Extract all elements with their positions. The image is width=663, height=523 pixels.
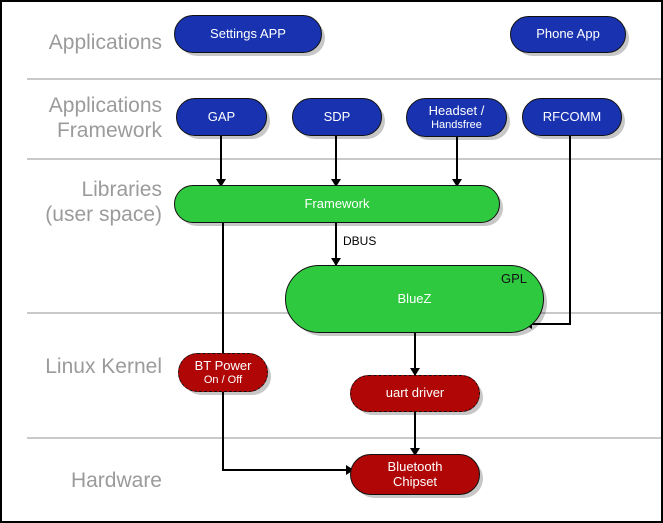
node-bluez[interactable]: GPL BlueZ [285,265,544,333]
layer-separator-framework [27,158,661,160]
node-bluetooth-chipset[interactable]: Bluetooth Chipset [350,454,480,495]
edge-sdp-to-framework-arrow [331,179,341,187]
edge-framework-to-chipset-vline [222,222,224,471]
node-headset-handsfree-label-line2: Handsfree [431,118,482,131]
edge-gap-to-framework-arrow [216,179,226,187]
node-sdp[interactable]: SDP [292,98,382,136]
node-framework-label: Framework [304,195,370,211]
edge-headset-to-framework-line [456,137,458,185]
edge-sdp-to-framework-line [335,135,337,185]
node-headset-handsfree-label-line1: Headset / [428,102,485,118]
node-phone-app-label: Phone App [536,26,600,42]
node-phone-app[interactable]: Phone App [510,16,626,53]
edge-uart-to-chipset-arrow [410,448,420,456]
node-bluez-license-badge: GPL [500,271,527,286]
node-bluetooth-chipset-label-line1: Bluetooth [387,458,443,474]
layer-label-applications-framework: Applications Framework [48,94,162,142]
edge-bluez-to-uart-line [414,332,416,376]
layer-label-applications: Applications [48,31,162,54]
edge-framework-to-bluez-arrow [331,258,341,266]
node-framework[interactable]: Framework [174,185,500,223]
node-headset-handsfree[interactable]: Headset / Handsfree [406,98,507,137]
node-gap-label: GAP [207,108,236,124]
layer-separator-kernel [27,437,661,439]
layer-separator-applications [27,78,661,80]
edge-bluez-to-uart-arrow [410,368,420,376]
edge-uart-to-chipset-line [414,412,416,456]
node-sdp-label: SDP [323,108,351,124]
edge-rfcomm-to-bluez-hline [530,323,571,325]
node-uart-driver-label: uart driver [385,385,445,401]
node-bluetooth-chipset-label-line2: Chipset [392,473,438,489]
node-settings-app-label: Settings APP [210,25,286,41]
node-bt-power[interactable]: BT Power On / Off [178,353,268,392]
node-gap[interactable]: GAP [176,98,267,136]
node-settings-app[interactable]: Settings APP [174,15,322,53]
edge-gap-to-framework-line [220,135,222,185]
edge-framework-to-chipset-hline [222,469,350,471]
layer-label-hardware: Hardware [70,469,162,492]
node-bt-power-label-line2: On / Off [203,373,243,386]
node-rfcomm-label: RFCOMM [542,108,602,124]
edge-framework-to-bluez-line [335,222,337,266]
node-bt-power-label-line1: BT Power [194,357,252,373]
layer-label-libraries: Libraries (user space) [45,178,162,226]
edge-headset-to-framework-arrow [452,179,462,187]
layer-label-linux-kernel: Linux Kernel [45,355,162,378]
node-rfcomm[interactable]: RFCOMM [522,98,622,136]
edge-label-dbus: DBUS [343,234,377,248]
edge-rfcomm-to-bluez-vline [569,135,571,325]
node-uart-driver[interactable]: uart driver [350,375,480,412]
node-bluez-label: BlueZ [397,290,432,306]
